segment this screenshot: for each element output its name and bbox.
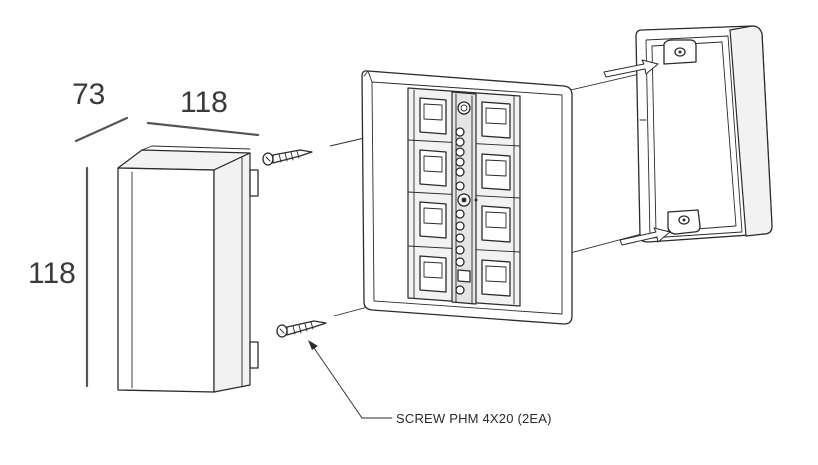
dimension-height-label: 118 xyxy=(28,257,76,290)
front-cover xyxy=(117,145,259,393)
callout-leader-line xyxy=(313,347,392,419)
screw-callout-label: SCREW PHM 4X20 (2EA) xyxy=(396,411,552,426)
dimension-depth-label: 73 xyxy=(72,78,105,111)
dimension-width-label: 118 xyxy=(180,86,228,119)
direction-arrows xyxy=(603,59,671,246)
mounting-plate xyxy=(361,70,573,325)
callout-arrowhead xyxy=(308,340,318,350)
screw-top xyxy=(262,149,313,166)
dimension-annotations: 73 118 118 xyxy=(28,78,260,388)
dimension-width-line xyxy=(146,121,260,137)
arrow-bottom-icon xyxy=(619,227,671,246)
left-terminal-cells xyxy=(419,97,447,293)
screw-callout: SCREW PHM 4X20 (2EA) xyxy=(308,340,552,426)
screw-bottom xyxy=(276,320,327,338)
rail-terminals xyxy=(455,101,471,295)
arrow-top-icon xyxy=(603,59,659,78)
electrical-box xyxy=(635,25,773,243)
right-terminal-cells xyxy=(481,101,511,297)
dimension-depth-line xyxy=(74,116,129,143)
